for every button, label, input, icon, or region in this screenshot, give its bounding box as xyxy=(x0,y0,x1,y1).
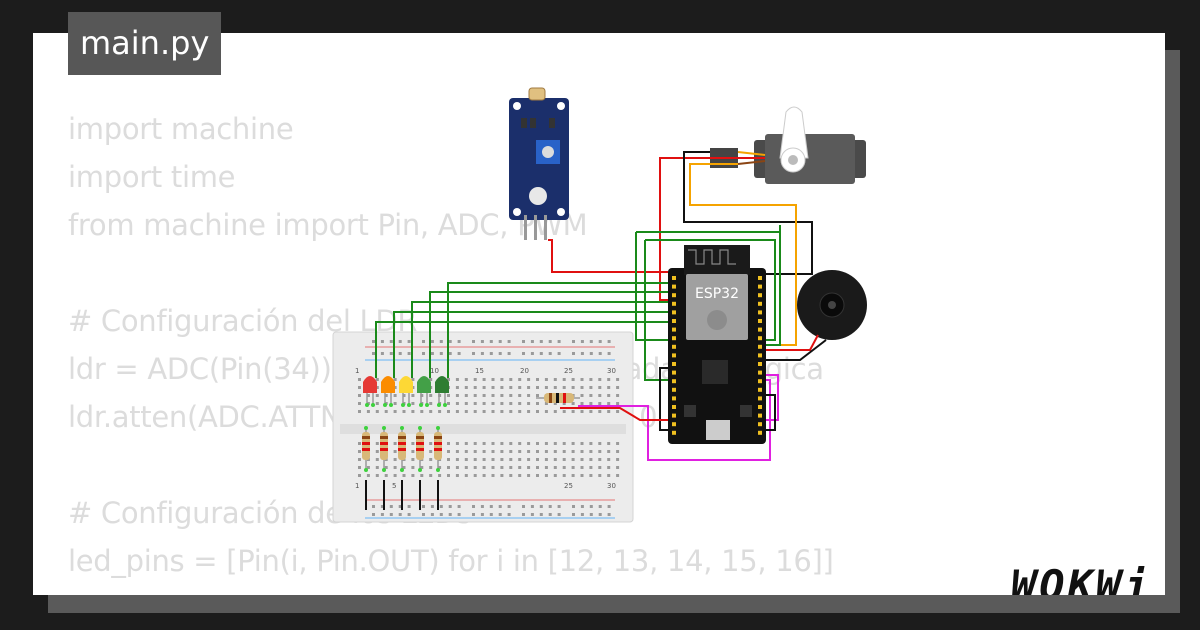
esp32-pins xyxy=(672,276,762,435)
resistor-2 xyxy=(380,426,388,472)
servo-motor[interactable] xyxy=(710,106,866,184)
led-4[interactable] xyxy=(417,376,431,407)
led-5[interactable] xyxy=(435,376,449,407)
resistor-4 xyxy=(416,426,424,472)
led-group[interactable] xyxy=(363,376,449,407)
esp32-label: ESP32 xyxy=(695,286,739,302)
breadboard[interactable]: 1 10 15 20 25 30 1 5 25 30 xyxy=(332,331,634,523)
breadboard-col-25-bottom: 25 xyxy=(564,482,573,490)
led-2[interactable] xyxy=(381,376,395,407)
breadboard-col-30: 30 xyxy=(607,367,616,375)
breadboard-col-30-bottom: 30 xyxy=(607,482,616,490)
breadboard-col-15: 15 xyxy=(475,367,484,375)
circuit-diagram[interactable]: 1 10 15 20 25 30 1 5 25 30 xyxy=(33,33,1165,595)
esp32-board[interactable]: ESP32 xyxy=(668,245,766,444)
wires xyxy=(365,151,827,510)
led-3[interactable] xyxy=(399,376,413,407)
ldr-module[interactable] xyxy=(509,87,569,240)
resistor-group xyxy=(362,426,442,472)
breadboard-col-10: 10 xyxy=(430,367,439,375)
ldr-resistor xyxy=(536,393,580,403)
breadboard-col-5-bottom: 5 xyxy=(392,482,396,490)
breadboard-col-25: 25 xyxy=(564,367,573,375)
preview-card[interactable]: import machine import time from machine … xyxy=(33,33,1165,595)
resistor-1 xyxy=(362,426,370,472)
led-1[interactable] xyxy=(363,376,377,407)
breadboard-col-1: 1 xyxy=(355,367,359,375)
buzzer[interactable] xyxy=(797,270,867,340)
file-tab[interactable]: main.py xyxy=(68,12,222,75)
code-line: led_pins = [Pin(i, Pin.OUT) for i in [12… xyxy=(68,544,834,578)
breadboard-col-1-bottom: 1 xyxy=(355,482,359,490)
wokwi-logo: WOKWi xyxy=(1011,561,1153,595)
breadboard-col-20: 20 xyxy=(520,367,529,375)
code-line: import machine xyxy=(68,112,294,146)
code-line: import time xyxy=(68,160,236,194)
resistor-5 xyxy=(434,426,442,472)
resistor-3 xyxy=(398,426,406,472)
